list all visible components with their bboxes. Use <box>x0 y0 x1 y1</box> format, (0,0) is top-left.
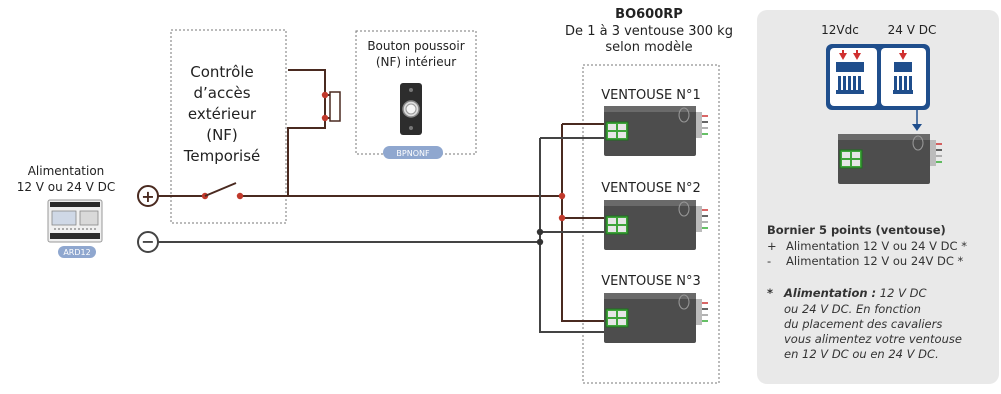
junction-node <box>536 238 544 246</box>
jumper-item-sign-1: + <box>767 239 777 253</box>
junction-node <box>321 114 329 122</box>
jumper-panel <box>757 10 999 384</box>
note-first-line: Alimentation : 12 V DC <box>783 286 927 300</box>
switch-icon <box>204 182 237 197</box>
jumper-item-text-1: Alimentation 12 V ou 24 V DC * <box>786 239 967 253</box>
access-control-line2: d’accès <box>193 84 250 102</box>
access-control-line1: Contrôle <box>190 63 253 81</box>
plus-symbol: + <box>141 187 154 206</box>
model-subtitle-1: De 1 à 3 ventouse 300 kg <box>565 24 733 39</box>
push-button-icon <box>400 83 422 135</box>
junction-node <box>321 91 329 99</box>
power-supply-line1: Alimentation <box>28 164 105 178</box>
power-supply-badge: ARD12 <box>58 246 96 258</box>
note-line-2: du placement des cavaliers <box>784 317 942 331</box>
push-button-badge-text: BPNONF <box>396 149 430 158</box>
access-control-box <box>170 29 287 224</box>
ventouse-neg-bus <box>539 138 606 333</box>
minus-circle-icon: − <box>137 231 159 253</box>
jumper-item-sign-2: - <box>767 254 771 268</box>
down-arrow-icon <box>912 124 922 131</box>
note-rest: 12 V DC <box>876 286 926 300</box>
down-arrow-icon <box>839 53 847 60</box>
label-12vdc: 12Vdc <box>821 23 859 37</box>
access-control-wire <box>287 69 326 196</box>
power-supply-badge-text: ARD12 <box>63 248 90 257</box>
model-title: BO600RP <box>615 7 683 22</box>
note-line-4: en 12 V DC ou en 24 V DC. <box>784 347 939 361</box>
jumper-panel-heading: Bornier 5 points (ventouse) <box>767 223 946 237</box>
jumper-diagram-icon <box>826 44 930 110</box>
plus-circle-icon: + <box>137 185 159 207</box>
power-supply-line2: 12 V ou 24 V DC <box>17 180 116 194</box>
push-button-line2: (NF) intérieur <box>376 55 456 69</box>
push-button-badge: BPNONF <box>383 146 443 159</box>
note-bold: Alimentation : <box>783 286 876 300</box>
ventouse-3-device <box>603 292 709 344</box>
ventouse-1-label: VENTOUSE N°1 <box>601 88 701 103</box>
access-control-line3: extérieur <box>188 105 257 123</box>
ventouse-2-device <box>603 199 709 251</box>
jumper-item-text-2: Alimentation 12 V ou 24V DC * <box>786 254 964 268</box>
ventouse-2-label: VENTOUSE N°2 <box>601 181 701 196</box>
junction-node <box>558 192 566 200</box>
ventouse-pos-bus <box>561 124 606 322</box>
access-control-line5: Temporisé <box>183 147 261 165</box>
ventouse-group-box <box>582 64 720 384</box>
power-supply-icon <box>47 199 103 243</box>
junction-node <box>558 214 566 222</box>
panel-ventouse-device <box>837 133 943 185</box>
down-arrow-icon <box>853 53 861 60</box>
note-star: * <box>767 286 773 300</box>
note-line-1: ou 24 V DC. En fonction <box>784 302 921 316</box>
access-control-line4: (NF) <box>206 126 238 144</box>
note-line-3: vous alimentez votre ventouse <box>784 332 962 346</box>
model-subtitle-2: selon modèle <box>605 40 692 55</box>
junction-node <box>536 228 544 236</box>
access-contact-icon <box>329 91 341 122</box>
label-24vdc: 24 V DC <box>888 23 937 37</box>
ventouse-3-label: VENTOUSE N°3 <box>601 274 701 289</box>
push-button-box <box>355 30 477 155</box>
ventouse-1-device <box>603 105 709 157</box>
down-arrow-icon <box>899 53 907 60</box>
junction-node <box>236 192 244 200</box>
push-button-line1: Bouton poussoir <box>367 39 464 53</box>
minus-symbol: − <box>141 232 154 251</box>
